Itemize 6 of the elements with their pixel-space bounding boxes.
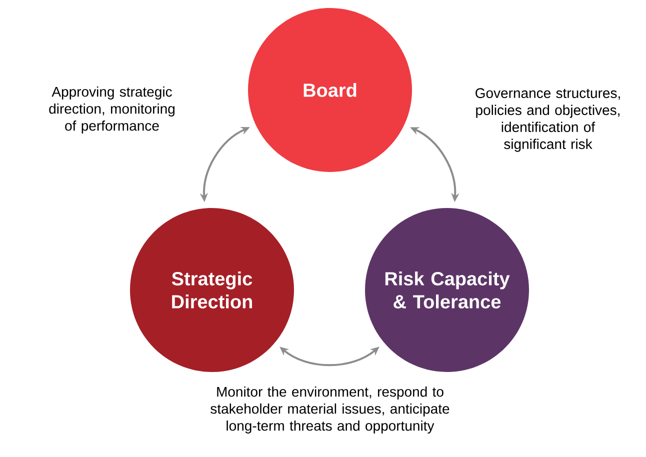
edge-label: Monitor the environment, respond to stakeholder material issues, anticipate long-term threats and opportunity xyxy=(210,386,450,434)
edge-label: Governance structures, policies and objectives, identification of significant risk xyxy=(476,88,620,152)
circle-node: Risk Capacity & Tolerance xyxy=(365,208,529,372)
circle-node: Board xyxy=(248,8,412,172)
circle-node: Strategic Direction xyxy=(130,208,294,372)
edge-label: Approving strategic direction, monitoring of performance xyxy=(49,86,174,134)
